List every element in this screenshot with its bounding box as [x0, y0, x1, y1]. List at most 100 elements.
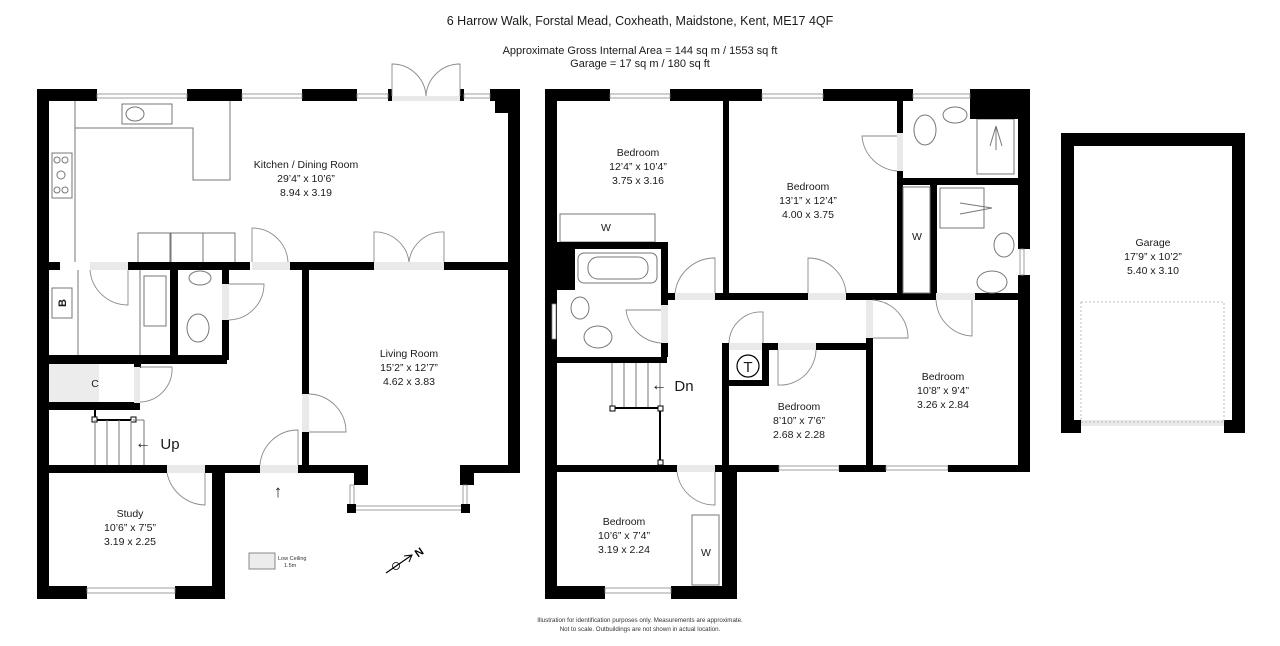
window — [609, 93, 671, 99]
wall — [723, 101, 729, 298]
property-address: 6 Harrow Walk, Forstal Mead, Coxheath, M… — [446, 14, 834, 28]
wall — [816, 343, 869, 350]
door-swing — [251, 227, 289, 263]
wall — [715, 293, 808, 300]
room-size-imperial: 10’8” x 9’4” — [917, 385, 969, 397]
low-ceiling-swatch — [248, 552, 276, 570]
door-swing — [391, 63, 427, 97]
sink-icon — [121, 103, 173, 125]
toilet-icon — [976, 270, 1008, 294]
room-name: Bedroom — [922, 371, 965, 383]
wall — [897, 101, 903, 133]
wall — [37, 586, 87, 599]
wall — [557, 357, 667, 363]
airing-cupboard-door[interactable] — [729, 343, 762, 350]
kitchen-stools — [137, 232, 236, 264]
doorway[interactable] — [90, 262, 128, 270]
ensuite-door[interactable] — [897, 133, 903, 171]
window — [778, 465, 840, 471]
wall — [1061, 133, 1074, 433]
bedroom-door[interactable] — [936, 293, 975, 300]
room-size-imperial: 10’6” x 7’4” — [598, 530, 650, 542]
door-swing — [935, 299, 973, 337]
window — [885, 465, 949, 471]
wall — [1224, 420, 1245, 433]
garage: Garage 17’9” x 10’2” 5.40 x 3.10 — [1061, 133, 1245, 433]
bathroom-door[interactable] — [661, 305, 668, 343]
living-door[interactable] — [302, 394, 309, 432]
bedroom-door[interactable] — [675, 293, 715, 300]
wall — [128, 262, 250, 270]
room-size-imperial: 8’10” x 7’6” — [773, 415, 825, 427]
bedroom-door[interactable] — [866, 300, 873, 338]
kitchen-worktop — [74, 101, 231, 262]
study-door[interactable] — [167, 465, 205, 473]
window — [241, 93, 303, 99]
toilet-icon — [583, 325, 613, 349]
hob-icon — [51, 152, 73, 199]
toilet-icon — [186, 313, 210, 343]
svg-text:N: N — [413, 546, 426, 560]
room-size-imperial: 10’6” x 7’5” — [104, 522, 156, 534]
wall — [298, 465, 354, 473]
wall — [1061, 133, 1245, 146]
wall — [205, 465, 260, 473]
disclaimer: Illustration for identification purposes… — [0, 617, 1280, 634]
bedroom-door[interactable] — [778, 343, 816, 350]
entrance-arrow-icon: ↑ — [274, 482, 283, 501]
wall — [175, 586, 225, 599]
door-swing — [425, 63, 461, 97]
tank-icon — [736, 354, 760, 378]
door-swing — [728, 311, 764, 344]
wall — [212, 465, 225, 599]
door-swing — [676, 471, 716, 506]
wall — [866, 300, 873, 465]
sink-bowl — [125, 106, 145, 122]
wall — [460, 465, 520, 473]
window — [1019, 248, 1025, 276]
garage-area: Garage = 17 sq m / 180 sq ft — [570, 58, 710, 70]
tank-label: T — [743, 359, 752, 376]
door-swing — [408, 231, 445, 263]
room-name: Garage — [1135, 237, 1170, 249]
room-name: Bedroom — [603, 516, 646, 528]
cupboard-label: C — [91, 378, 99, 390]
compass-north-icon: N — [385, 546, 426, 574]
wall — [1018, 89, 1030, 249]
kitchen-door[interactable] — [252, 262, 290, 270]
wall — [897, 178, 1030, 185]
french-door-opening[interactable] — [392, 96, 460, 101]
door-swing — [259, 429, 299, 466]
wall — [170, 270, 178, 360]
bedroom-door[interactable] — [677, 465, 715, 472]
boiler-label: B — [57, 299, 69, 307]
disclaimer-line-2: Not to scale. Outbuildings are not shown… — [559, 625, 721, 633]
wardrobe — [902, 186, 931, 294]
wall — [975, 293, 1030, 300]
room-size-imperial: 12’4” x 10’4” — [609, 161, 667, 173]
door-swing — [373, 231, 410, 263]
cupboard-door[interactable] — [134, 367, 140, 403]
door-swing — [777, 349, 817, 386]
window — [86, 587, 176, 594]
window — [96, 93, 188, 99]
wall — [545, 89, 557, 599]
bedroom-door[interactable] — [808, 293, 846, 300]
wall — [302, 89, 357, 101]
room-size-imperial: 13’1” x 12’4” — [779, 195, 837, 207]
wall — [948, 465, 1030, 472]
disclaimer-line-1: Illustration for identification purposes… — [537, 617, 743, 624]
basin-icon — [188, 270, 212, 286]
room-size-imperial: 15’2” x 12’7” — [380, 362, 438, 374]
wc-door[interactable] — [222, 284, 229, 320]
stairs-up — [91, 408, 145, 466]
living-french-door[interactable] — [374, 262, 444, 270]
wall — [846, 293, 936, 300]
garage-door[interactable] — [1081, 420, 1224, 426]
boiler-box — [51, 287, 73, 319]
low-ceiling-area — [49, 364, 99, 404]
front-door[interactable] — [260, 465, 298, 473]
room-size-imperial: 29’4” x 10’6” — [277, 173, 335, 185]
wall — [134, 364, 141, 368]
